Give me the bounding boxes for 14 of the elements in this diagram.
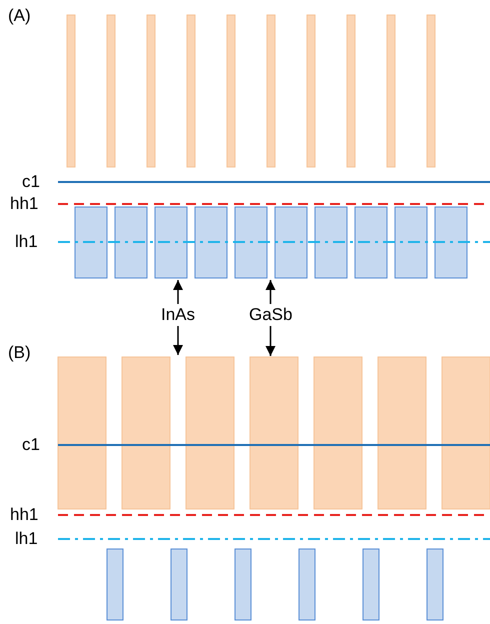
arrow [173, 280, 183, 304]
layer-label: GaSb [249, 305, 292, 325]
level-label: hh1 [10, 194, 38, 214]
level-label: c1 [22, 172, 40, 192]
panel-label: (B) [8, 343, 31, 363]
arrow [173, 326, 183, 355]
arrow [266, 280, 276, 304]
level-label: lh1 [15, 232, 38, 252]
level-label: lh1 [15, 529, 38, 549]
arrow [266, 326, 276, 356]
panel-label: (A) [8, 6, 31, 26]
layer-label: InAs [161, 305, 196, 325]
level-label: hh1 [10, 505, 38, 525]
level-label: c1 [22, 435, 40, 455]
